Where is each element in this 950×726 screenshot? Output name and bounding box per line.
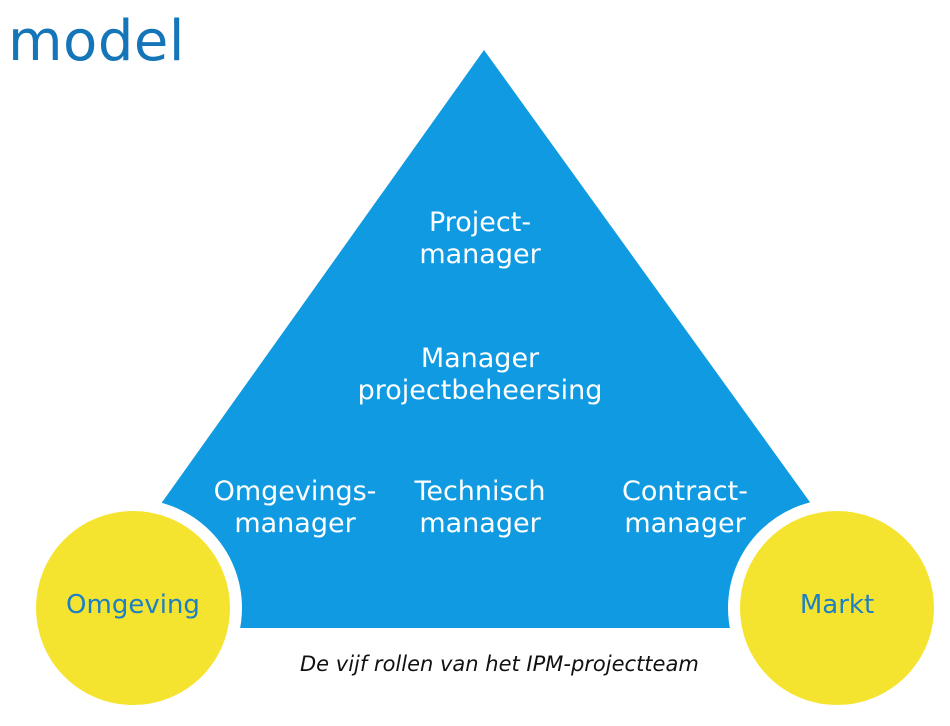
role-line: Contract-: [622, 476, 748, 507]
role-line: manager: [624, 508, 746, 539]
role-line: Omgevings-: [213, 476, 377, 507]
role-line: manager: [234, 508, 356, 539]
ipm-triangle: [158, 50, 812, 628]
circle-label-omgeving: Omgeving: [66, 590, 200, 620]
role-omgevingsmanager: Omgevings- manager: [205, 476, 385, 540]
role-line: manager: [419, 508, 541, 539]
role-line: manager: [419, 239, 541, 270]
role-line: Manager: [420, 343, 540, 374]
role-line: projectbeheersing: [357, 375, 603, 406]
circle-markt: [728, 499, 946, 717]
circle-label-markt: Markt: [799, 590, 875, 620]
role-projectmanager: Project- manager: [380, 207, 580, 271]
role-manager-projectbeheersing: Manager projectbeheersing: [340, 343, 620, 407]
role-line: Technisch: [414, 476, 546, 507]
role-technisch-manager: Technisch manager: [400, 476, 560, 540]
role-line: Project-: [428, 207, 532, 238]
role-contractmanager: Contract- manager: [600, 476, 770, 540]
slide-title: model: [8, 9, 185, 74]
diagram-caption: De vijf rollen van het IPM-projectteam: [300, 652, 699, 676]
circle-omgeving: [24, 499, 242, 717]
